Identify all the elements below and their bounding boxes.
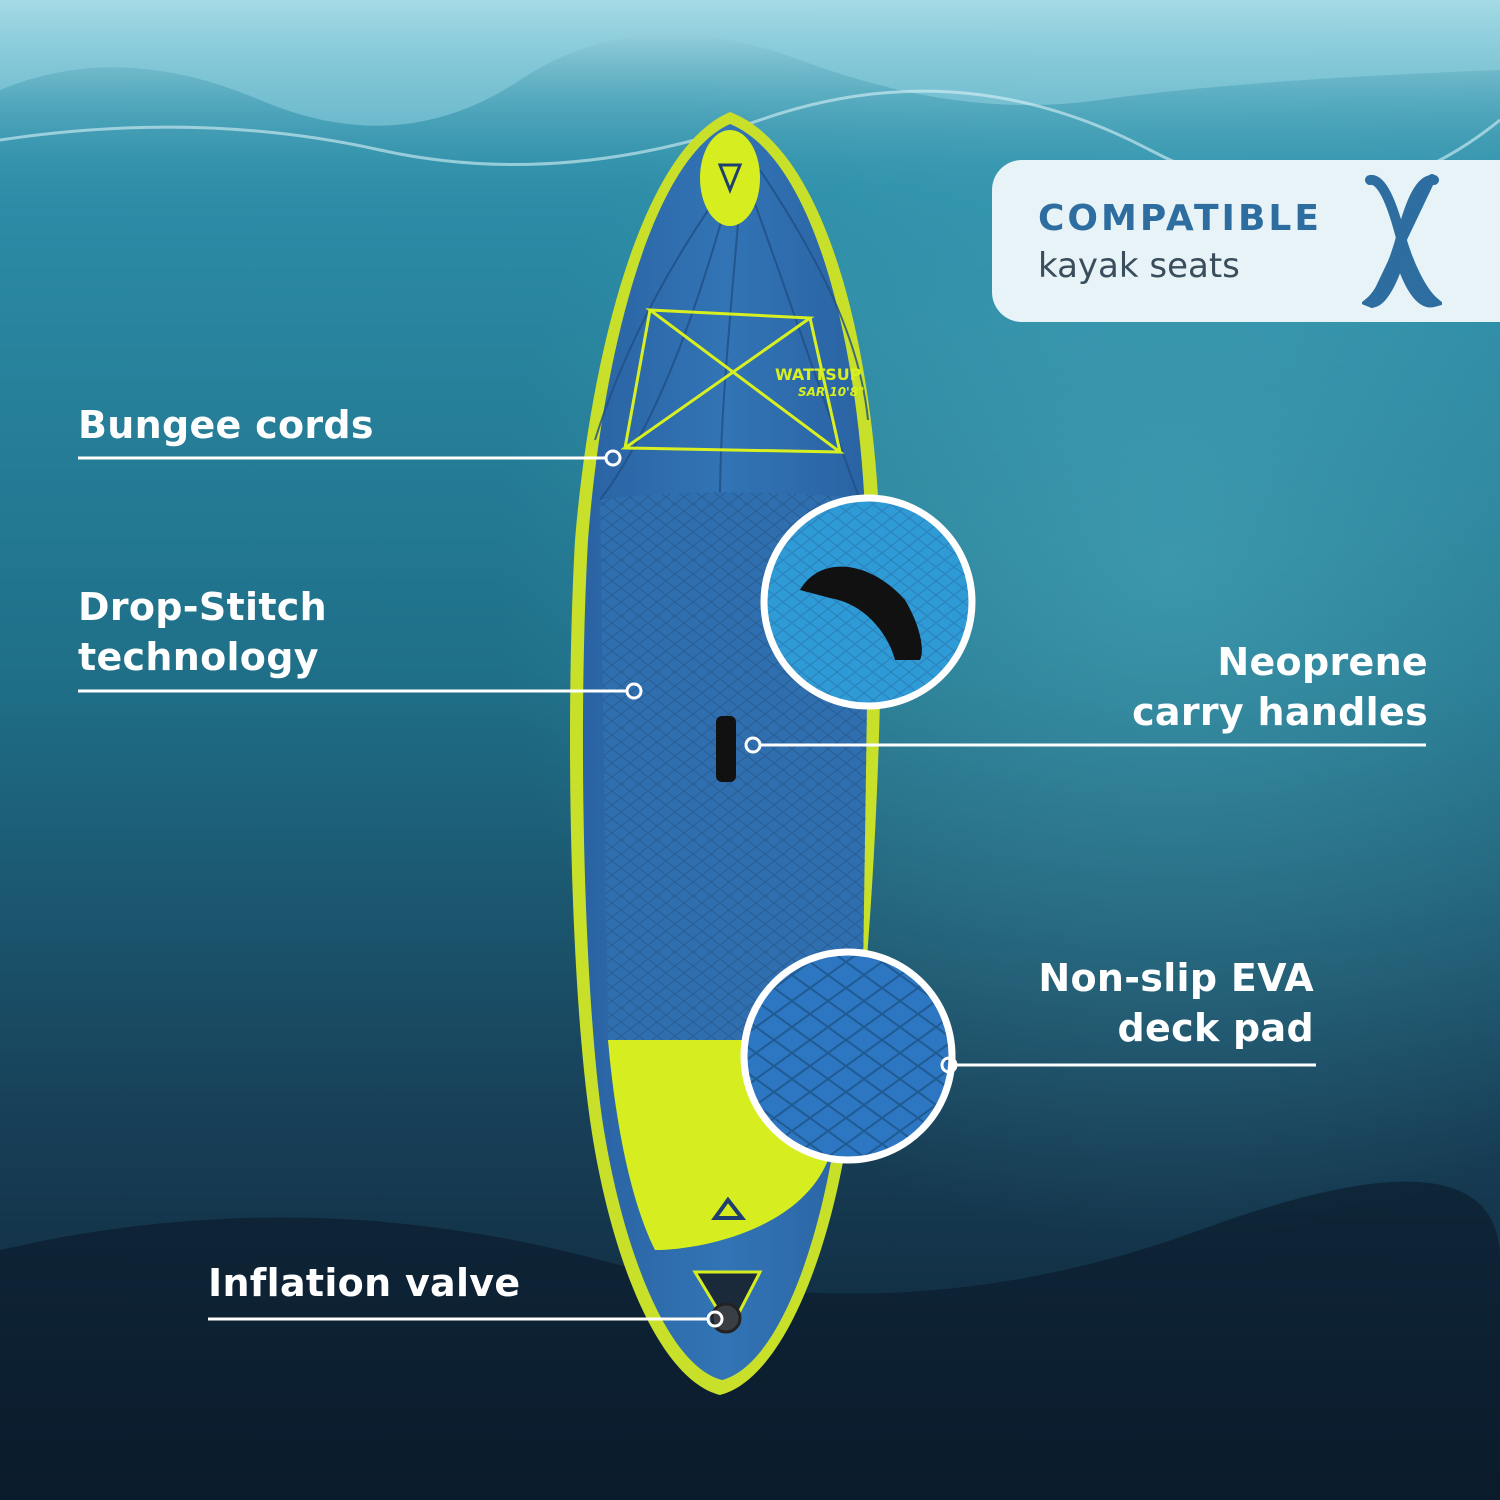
badge-title: COMPATIBLE [1038,198,1322,239]
zoom-handle [760,494,976,710]
zoom-eva-pad [740,948,956,1164]
callout-evapad-line-1: Non-slip EVA [1038,956,1314,1000]
callout-dropstitch-line-1: Drop-Stitch [78,585,327,629]
leader-lines [78,449,1426,1328]
dot-evapad [940,1056,958,1074]
callout-handles: Neoprene carry handles [1132,637,1428,737]
callout-handles-line-1: Neoprene [1217,640,1428,684]
nose-pattern [594,169,869,501]
callout-handles-line-2: carry handles [1132,690,1428,734]
callout-valve: Inflation valve [208,1258,520,1308]
callout-valve-line-1: Inflation valve [208,1261,521,1305]
nose-badge [700,130,760,226]
wave-crest [0,0,1500,126]
dot-valve [706,1310,724,1328]
callout-bungee: Bungee cords [78,400,374,450]
badge-subtitle: kayak seats [1038,246,1240,286]
dot-dropstitch [625,682,643,700]
brand-logo-icon [717,163,743,195]
valve-icon [710,1302,742,1334]
compatible-badge: COMPATIBLE kayak seats [992,160,1500,322]
bungee-cords [620,308,845,454]
kayak-paddle-icon [1362,174,1442,308]
callout-evapad-line-2: deck pad [1117,1006,1314,1050]
valve-plate [692,1270,763,1334]
board-model: SAR 10'8" [798,385,864,399]
callout-dropstitch: Drop-Stitch technology [78,582,327,682]
callout-evapad: Non-slip EVA deck pad [1038,953,1314,1053]
carry-handle [716,716,736,782]
dot-bungee [604,449,622,467]
board-brand: WATTSUP [775,365,862,384]
callout-dropstitch-line-2: technology [78,635,319,679]
dot-handles [744,736,762,754]
tail-logo-icon [711,1196,747,1220]
callout-bungee-line-1: Bungee cords [78,403,374,447]
